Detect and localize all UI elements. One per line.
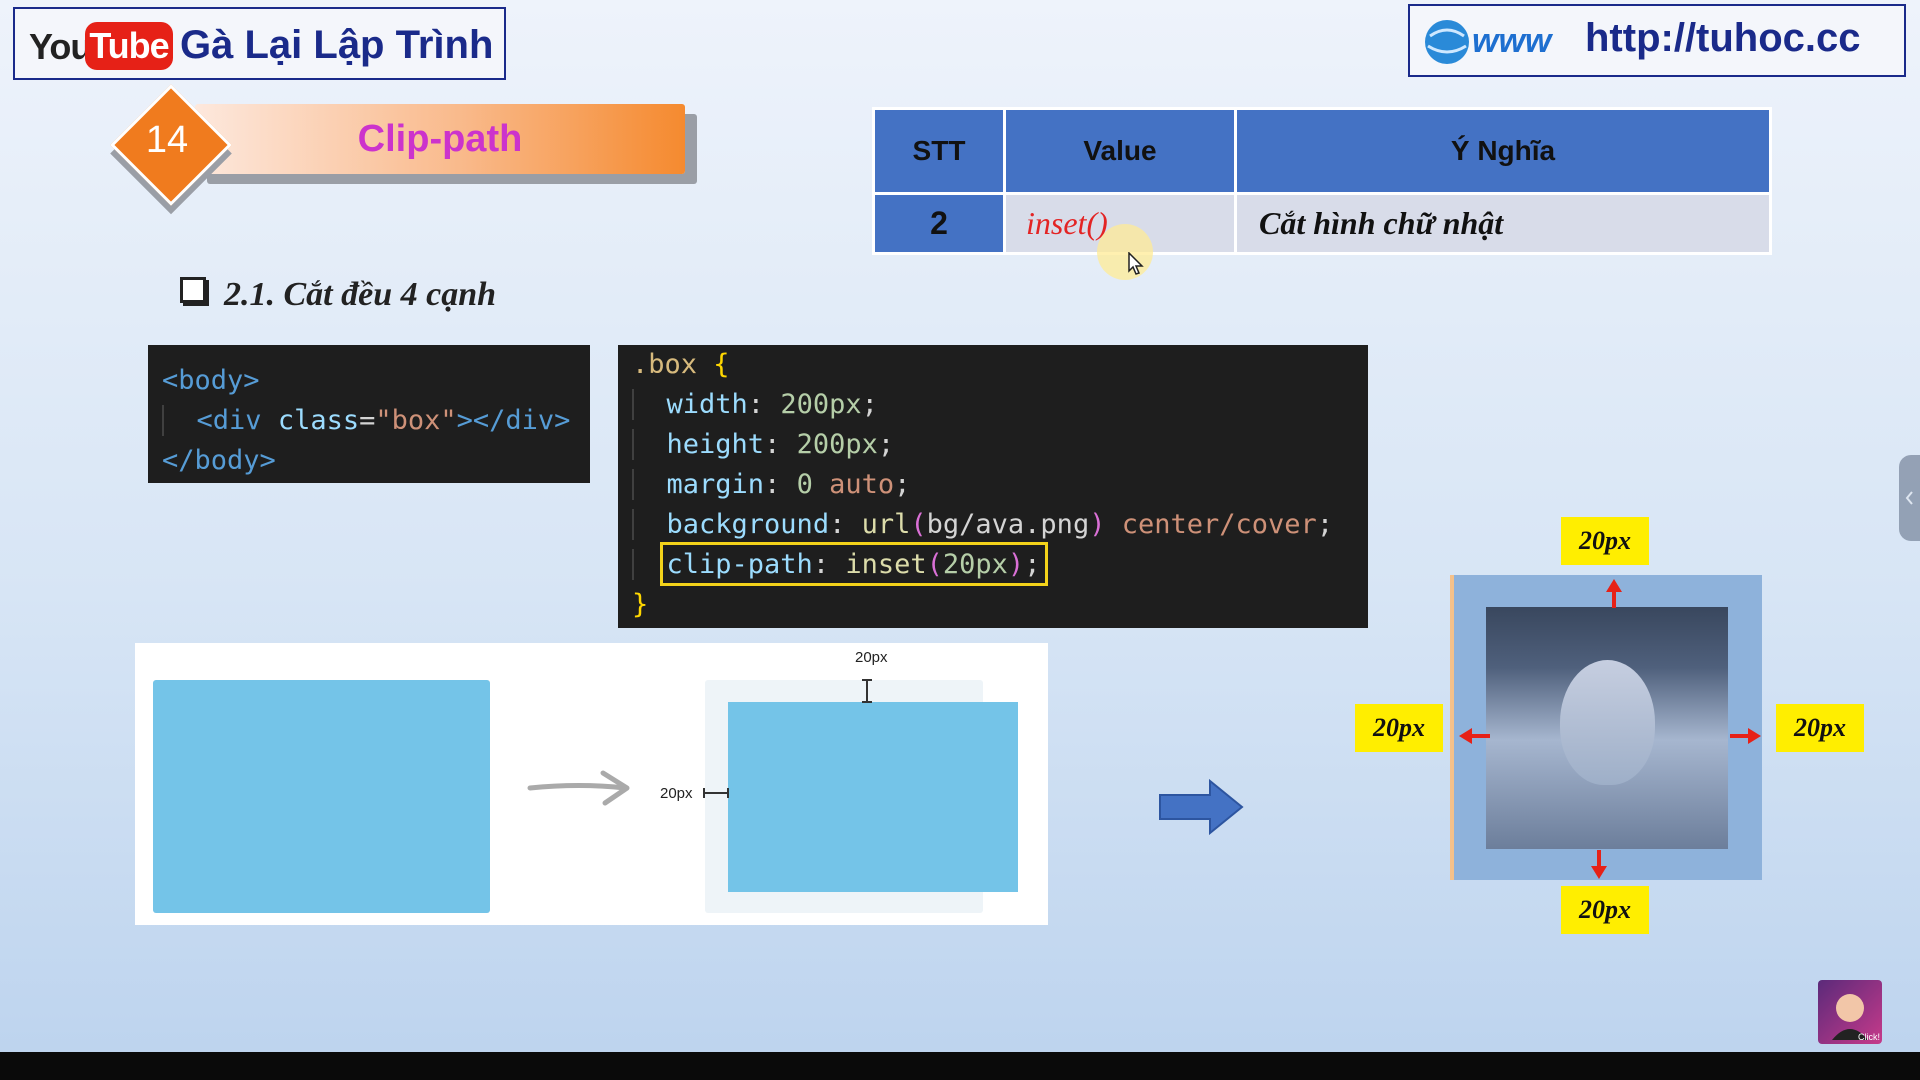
section-number: 14	[145, 119, 189, 161]
table-row: 2 inset() Cắt hình chữ nhật	[872, 192, 1772, 255]
section-title: Clip-path	[357, 118, 523, 160]
inset-label-bottom: 20px	[1561, 886, 1649, 934]
code-token: {	[713, 349, 730, 380]
inset-diagram: 20px 20px	[135, 643, 1048, 925]
code-token: bg/ava.png	[926, 509, 1090, 540]
mouse-cursor-icon	[1128, 252, 1144, 275]
code-line: <body>	[162, 361, 590, 401]
code-line: .box {	[632, 345, 1368, 385]
subscribe-button[interactable]: Click!	[1818, 980, 1882, 1044]
arrow-down-icon	[1591, 850, 1607, 879]
code-token: }	[632, 589, 649, 620]
code-token: .box	[632, 349, 698, 380]
code-line: clip-path: inset(20px);	[632, 545, 1368, 585]
code-token: </body>	[162, 445, 276, 476]
code-line: width: 200px;	[632, 385, 1368, 425]
code-token: 0	[796, 469, 813, 500]
value-table: STT Value Ý Nghĩa 2 inset() Cắt hình chữ…	[872, 107, 1772, 255]
code-token: 200px	[796, 429, 878, 460]
inset-label-top: 20px	[1561, 517, 1649, 565]
youtube-logo: You Tube	[29, 22, 173, 70]
code-token: auto	[829, 469, 895, 500]
code-token: ></div>	[456, 405, 571, 436]
subheading: 2.1. Cắt đều 4 cạnh	[180, 276, 496, 314]
code-line: }	[632, 585, 1368, 625]
diagram-label-top: 20px	[855, 649, 888, 666]
side-panel-toggle[interactable]	[1899, 455, 1920, 541]
code-token: background	[666, 509, 830, 540]
box-before-clip	[153, 680, 490, 913]
code-token: inset	[845, 549, 927, 580]
cursor-highlight	[1097, 224, 1153, 280]
code-line: <div class="box"></div>	[162, 401, 590, 441]
globe-icon: www	[1425, 20, 1554, 64]
box-after-clip	[728, 702, 1018, 892]
blue-arrow-icon	[1159, 779, 1244, 835]
code-token: url	[861, 509, 911, 540]
code-token: clip-path	[666, 549, 813, 580]
grey-arrow-icon	[527, 770, 630, 806]
code-token: class	[277, 405, 360, 436]
code-line: </body>	[162, 441, 590, 481]
code-token: 20px	[942, 549, 1008, 580]
code-line: background: url(bg/ava.png) center/cover…	[632, 505, 1368, 545]
horizontal-measure-icon	[703, 788, 729, 798]
html-code-block: <body> <div class="box"></div> </body>	[148, 345, 590, 483]
channel-name: Gà Lại Lập Trình	[180, 23, 494, 67]
arrow-up-icon	[1606, 579, 1622, 608]
avatar-face	[1560, 660, 1655, 785]
code-token: 200px	[780, 389, 862, 420]
table-header-meaning: Ý Nghĩa	[1234, 107, 1772, 195]
code-line: height: 200px;	[632, 425, 1368, 465]
subscribe-avatar-icon: Click!	[1832, 994, 1880, 1042]
code-token: height	[666, 429, 765, 460]
diagram-label-left: 20px	[660, 785, 693, 802]
css-code-block: .box { width: 200px; height: 200px; marg…	[618, 345, 1368, 628]
table-cell-stt: 2	[872, 192, 1006, 255]
clip-path-highlight-box	[660, 542, 1048, 586]
website-banner: www http://tuhoc.cc	[1408, 4, 1906, 77]
code-token: "box"	[375, 405, 457, 436]
table-header-value: Value	[1003, 107, 1237, 195]
vertical-measure-icon	[862, 679, 872, 703]
globe-text: www	[1472, 22, 1554, 60]
inset-label-left: 20px	[1355, 704, 1443, 752]
code-token: center/cover	[1121, 509, 1317, 540]
subscribe-click-label: Click!	[1858, 1032, 1880, 1042]
code-token: <div	[196, 405, 262, 436]
arrow-left-icon	[1459, 728, 1490, 744]
section-title-bar: Clip-path	[195, 104, 685, 174]
code-token: width	[666, 389, 748, 420]
youtube-logo-tube: Tube	[85, 22, 173, 70]
table-cell-meaning: Cắt hình chữ nhật	[1234, 192, 1772, 255]
youtube-logo-you: You	[29, 26, 92, 67]
table-header-stt: STT	[872, 107, 1006, 195]
checkbox-bullet-icon	[180, 277, 206, 303]
chevron-left-icon	[1905, 491, 1913, 505]
website-url: http://tuhoc.cc	[1585, 16, 1861, 60]
subheading-text: 2.1. Cắt đều 4 cạnh	[224, 276, 497, 313]
channel-banner: You Tube Gà Lại Lập Trình	[13, 7, 506, 80]
arrow-right-icon	[1730, 728, 1761, 744]
code-token: <body>	[162, 365, 260, 396]
inset-label-right: 20px	[1776, 704, 1864, 752]
code-token: margin	[666, 469, 765, 500]
video-bottom-bar	[0, 1052, 1920, 1080]
code-line: margin: 0 auto;	[632, 465, 1368, 505]
